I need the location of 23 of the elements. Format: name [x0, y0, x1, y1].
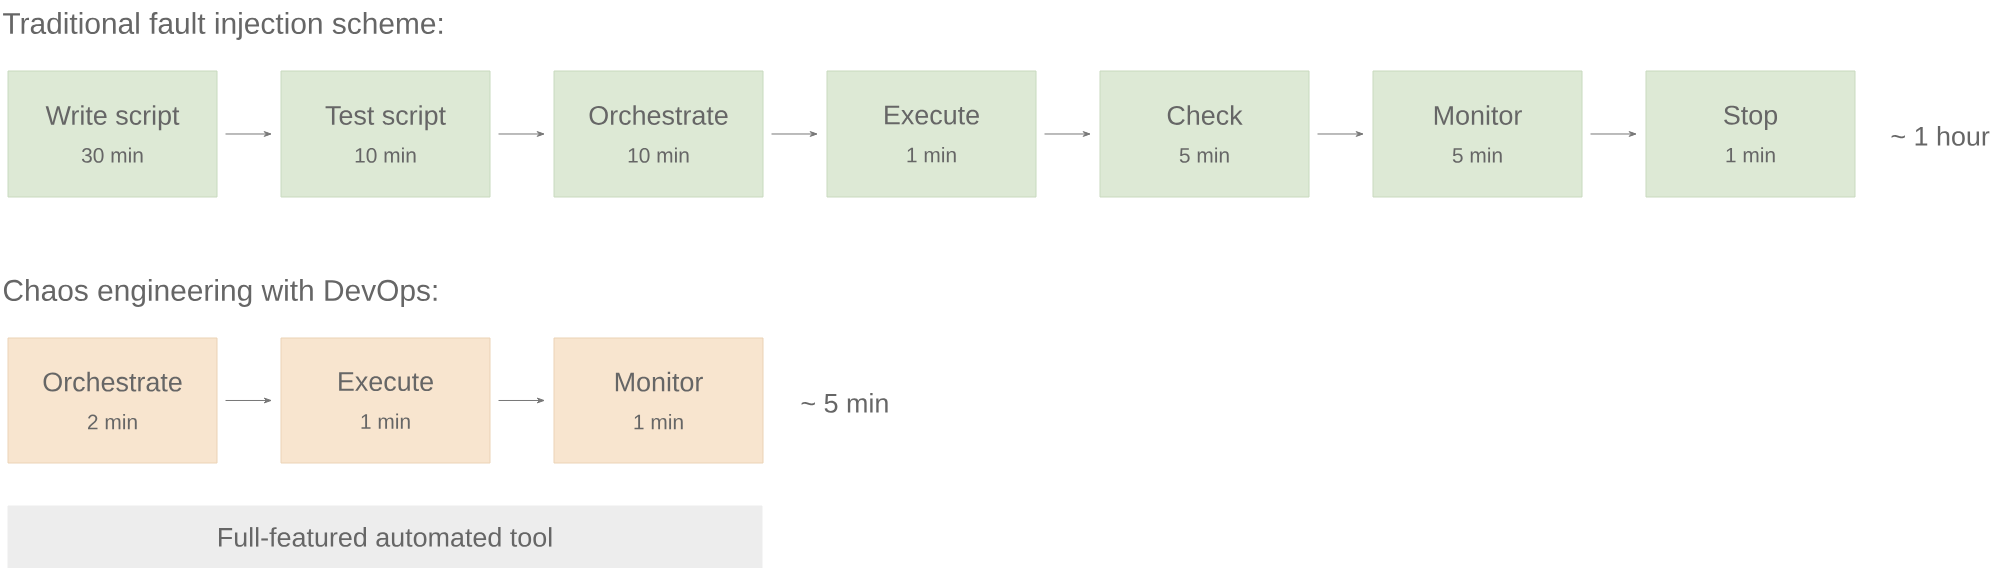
heading: Traditional fault injection scheme:: [3, 12, 443, 40]
arrow: [1317, 131, 1364, 137]
arrow: [498, 131, 545, 137]
process-box: Monitor 1 min: [553, 337, 764, 464]
arrow: [1044, 131, 1091, 137]
process-box: Monitor 5 min: [1372, 70, 1583, 198]
duration-label: ~ 5 min: [801, 393, 888, 413]
process-box: Check 5 min: [1099, 70, 1310, 198]
duration-label: ~ 1 hour: [1891, 126, 1990, 146]
tool-bar: Full-featured automated tool: [7, 505, 763, 568]
heading: Chaos engineering with DevOps:: [3, 279, 437, 307]
arrow: [1590, 131, 1637, 137]
process-box: Execute 1 min: [280, 337, 491, 464]
process-box: Write script 30 min: [7, 70, 218, 198]
arrow: [498, 397, 545, 404]
process-box: Orchestrate 2 min: [7, 337, 218, 464]
process-box: Execute 1 min: [826, 70, 1037, 198]
arrow: [771, 131, 818, 137]
process-box: Stop 1 min: [1645, 70, 1856, 198]
process-box: Orchestrate 10 min: [553, 70, 764, 198]
arrow: [225, 397, 272, 404]
process-box: Test script 10 min: [280, 70, 491, 198]
arrow: [225, 131, 272, 137]
